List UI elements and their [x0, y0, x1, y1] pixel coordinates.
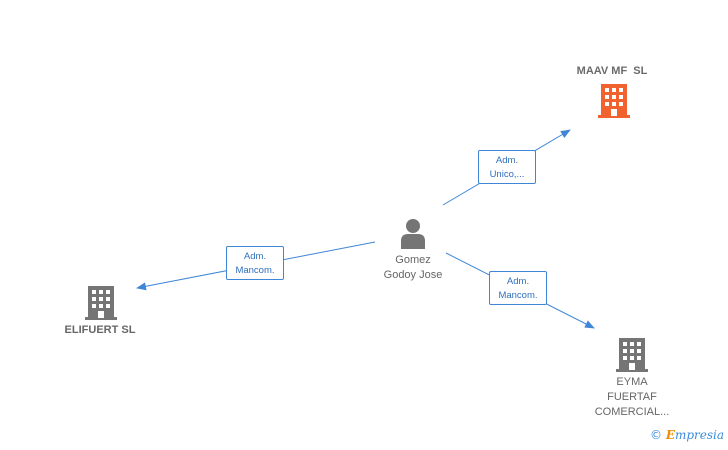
building-icon	[85, 286, 117, 320]
company-name-eyma-line3: COMERCIAL...	[594, 406, 670, 418]
edge-label-line2: Mancom.	[235, 265, 275, 276]
person-icon	[401, 219, 425, 249]
company-name-maav: MAAV MF SL	[576, 65, 648, 77]
building-icon	[616, 338, 648, 372]
person-name-label: Gomez Godoy Jose	[360, 253, 466, 283]
company-name-eyma-line2: FUERTAF	[607, 391, 657, 403]
edge-label-line2: Mancom.	[498, 290, 538, 301]
company-name-elifuert: ELIFUERT SL	[64, 324, 136, 336]
company-node-maav-mf-sl[interactable]: MAAV MF SL	[560, 60, 664, 122]
company-node-eyma-fuertaf[interactable]: EYMA FUERTAF COMERCIAL...	[580, 334, 684, 420]
company-name-eyma: EYMA FUERTAF COMERCIAL...	[580, 375, 684, 420]
person-name-line1: Gomez	[395, 254, 431, 266]
edge-label-line1: Adm.	[506, 276, 530, 287]
edge-label-adm-unico[interactable]: Adm. Unico,...	[478, 150, 536, 184]
edge-label-adm-mancom-elifuert[interactable]: Adm. Mancom.	[226, 246, 284, 280]
edge-label-line1: Adm.	[495, 155, 519, 166]
person-name-line2: Godoy Jose	[383, 269, 443, 281]
edge-label-line2: Unico,...	[489, 169, 525, 180]
company-node-elifuert-sl[interactable]: ELIFUERT SL	[50, 283, 150, 343]
company-name-eyma-line1: EYMA	[616, 376, 648, 388]
building-icon	[598, 84, 630, 118]
brand-initial: E	[665, 428, 675, 442]
edge-label-line1: Adm.	[243, 251, 267, 262]
copyright-symbol: ©	[650, 428, 662, 442]
brand-rest: mpresia	[674, 428, 725, 442]
empresia-logo: © Empresia	[650, 428, 724, 442]
edge-label-adm-mancom-eyma[interactable]: Adm. Mancom.	[489, 271, 547, 305]
person-node-gomez-godoy-jose[interactable]: Gomez Godoy Jose	[360, 215, 466, 285]
